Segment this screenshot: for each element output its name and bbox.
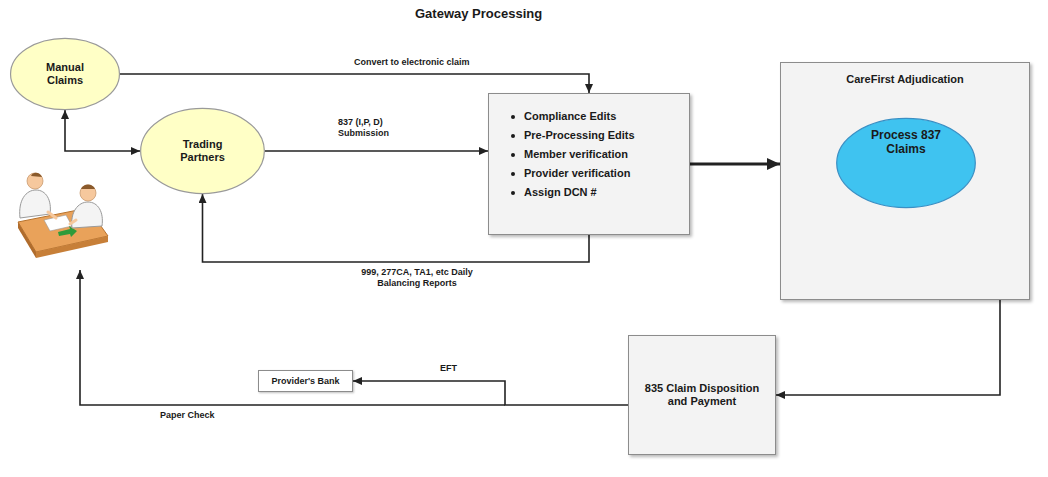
bullet-dot [511,172,515,176]
node-label: Trading Partners [168,138,238,164]
bullet-dot [511,191,515,195]
edit-step: Assign DCN # [524,186,597,199]
bullet-row: Provider verification [511,167,630,180]
line-label: Paper Check [158,410,217,421]
edit-step: Member verification [524,148,628,161]
bullet-dot [511,115,515,119]
node-content: CareFirst Adjudication [781,63,1029,299]
gateway-edits-box: Compliance EditsPre-Processing EditsMemb… [488,93,690,235]
node-label: CareFirst Adjudication [846,73,964,86]
node-label: Process 837 Claims [866,128,946,156]
node-label: Provider's Bank [271,376,339,387]
edge-label: 999, 277CA, TA1, etc Daily Balancing Rep… [340,267,494,289]
flow-connector [776,300,1000,395]
node-label: 835 Claim Disposition and Payment [638,382,766,408]
node-label: Manual Claims [34,61,96,87]
adjudication-box: CareFirst AdjudicationProcess 837 Claims [780,62,1030,300]
edit-step: Pre-Processing Edits [524,129,635,142]
edge-label: 837 (I,P, D) Submission [336,117,422,139]
flow-connector [353,381,628,405]
node-content: Process 837 Claims [836,118,976,208]
paper-check-line [80,270,505,405]
edit-step: Compliance Edits [524,110,616,123]
bullet-row: Compliance Edits [511,110,616,123]
bullet-dot [511,153,515,157]
source-ellipse: Manual Claims [10,38,120,110]
process-ellipse: Process 837 Claims [836,118,976,208]
diagram-title: Gateway Processing [415,6,542,21]
flow-connector [690,163,780,166]
partner-ellipse: Trading Partners [140,108,265,194]
flow-connector [119,74,589,93]
flow-connector [65,110,140,151]
node-content: Manual Claims [10,38,120,110]
edge-label: Convert to electronic claim [352,57,472,68]
node-content: 835 Claim Disposition and Payment [629,336,775,454]
bullet-row: Pre-Processing Edits [511,129,635,142]
node-content: Compliance EditsPre-Processing EditsMemb… [489,94,689,234]
payment-box: 835 Claim Disposition and Payment [628,335,776,455]
node-content: Trading Partners [140,108,265,194]
office-people-icon [18,173,108,258]
bullet-row: Member verification [511,148,628,161]
edge-label: EFT [438,363,459,374]
flow-connector [265,150,488,152]
edit-step: Provider verification [524,167,630,180]
bullet-dot [511,134,515,138]
bank-box: Provider's Bank [258,370,353,392]
bullet-row: Assign DCN # [511,186,597,199]
node-content: Provider's Bank [259,371,352,391]
